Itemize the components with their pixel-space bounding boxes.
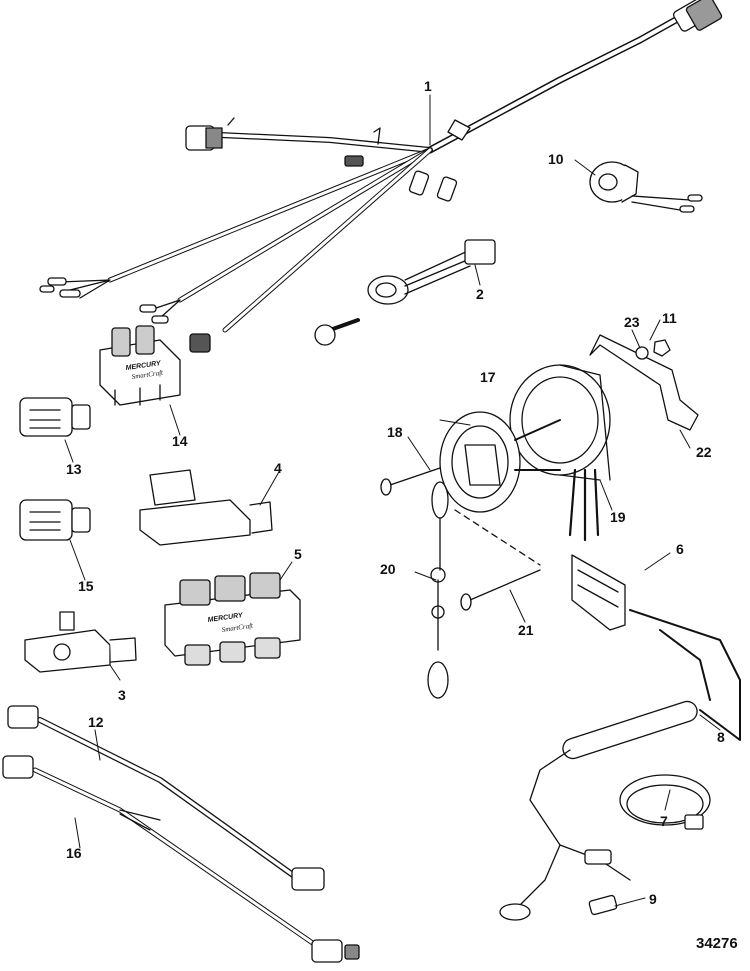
- lanyard-switch: [589, 161, 703, 213]
- callout-14: 14: [172, 433, 188, 449]
- callout-7: 7: [660, 813, 668, 829]
- callout-16: 16: [66, 845, 82, 861]
- callout-20: 20: [380, 561, 396, 577]
- callout-13: 13: [66, 461, 82, 477]
- callout-4: 4: [274, 460, 282, 476]
- callout-17: 17: [480, 369, 496, 385]
- hose-clamp-7: [619, 774, 711, 830]
- washer-23: [635, 346, 649, 360]
- screw-18: [380, 467, 441, 496]
- connector-13: [19, 397, 91, 437]
- gauge-housing: [509, 364, 611, 542]
- callout-23: 23: [624, 314, 640, 330]
- junction-box-small: [99, 325, 181, 406]
- callout-12: 12: [88, 714, 104, 730]
- callout-9: 9: [649, 891, 657, 907]
- bracket-6: [571, 554, 626, 631]
- nut-11: [653, 339, 671, 357]
- lanyard: [427, 481, 449, 699]
- callout-21: 21: [518, 622, 534, 638]
- connector-plug-4: [139, 469, 273, 546]
- connector-3: [24, 611, 137, 673]
- callout-22: 22: [696, 444, 712, 460]
- sensor-leads-9: [499, 844, 631, 921]
- screw-21: [460, 569, 541, 611]
- callout-10: 10: [548, 151, 564, 167]
- leader-lines: [64, 94, 721, 907]
- ignition-switch: [314, 239, 496, 346]
- callout-3: 3: [118, 687, 126, 703]
- connector-15: [19, 499, 91, 541]
- figure-number: 34276: [696, 935, 738, 952]
- callout-2: 2: [476, 286, 484, 302]
- main-wiring-harness: [39, 0, 723, 353]
- extension-harness-16: [2, 755, 360, 963]
- callout-5: 5: [294, 546, 302, 562]
- extension-harness-12: [7, 705, 325, 891]
- callout-19: 19: [610, 509, 626, 525]
- callout-18: 18: [387, 424, 403, 440]
- assembly-guide-line: [454, 509, 541, 566]
- junction-box-large: [164, 572, 301, 666]
- callout-15: 15: [78, 578, 94, 594]
- callout-8: 8: [717, 729, 725, 745]
- callout-11: 11: [662, 310, 677, 326]
- callout-6: 6: [676, 541, 684, 557]
- sensor-8: [529, 609, 741, 846]
- gauge-bezel: [439, 411, 561, 513]
- callout-1: 1: [424, 78, 432, 94]
